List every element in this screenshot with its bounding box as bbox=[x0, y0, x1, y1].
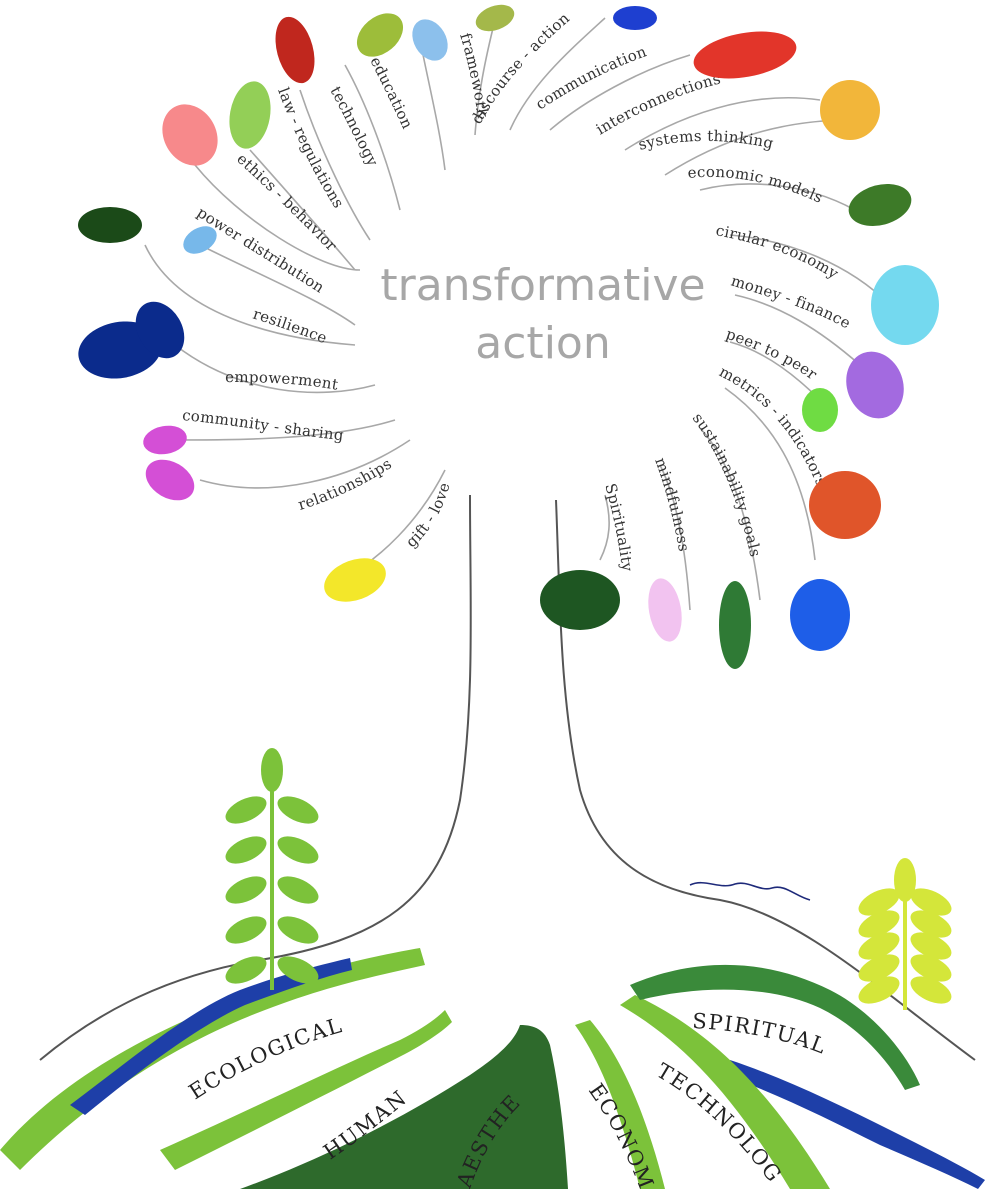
sapling-right-leaf bbox=[858, 932, 900, 960]
signature-mark bbox=[689, 881, 811, 901]
branch-label-relationships: relationships bbox=[296, 455, 395, 514]
branch-label-resilience: resilience bbox=[251, 305, 330, 348]
leaf-discourse-action bbox=[412, 19, 448, 61]
sapling-right-leaf bbox=[858, 976, 900, 1004]
sapling-left-tip-leaf bbox=[261, 748, 283, 792]
leaf-systems-thinking bbox=[693, 31, 797, 79]
sapling-left-leaf bbox=[225, 876, 267, 904]
sapling-right-leaf bbox=[858, 910, 900, 938]
leaf-economic-models bbox=[820, 80, 880, 140]
root-spiritual-band bbox=[630, 964, 920, 1090]
saplings bbox=[225, 748, 952, 1010]
center-title-line2: action bbox=[475, 318, 610, 369]
trunk bbox=[39, 494, 976, 1061]
root-technology-band bbox=[620, 995, 830, 1189]
leaf-metrics-indicators bbox=[802, 388, 838, 432]
leaf-ethics-behavior bbox=[78, 207, 142, 243]
root-economic-band bbox=[575, 1020, 665, 1189]
sapling-left-leaf bbox=[225, 956, 267, 984]
leaf-cirular-economy bbox=[848, 183, 912, 227]
branch-label-cirular-economy: cirular economy bbox=[714, 221, 842, 283]
leaf-resilience bbox=[135, 301, 185, 359]
sapling-left-leaf bbox=[225, 796, 267, 824]
sapling-left-leaf bbox=[277, 836, 319, 864]
branch-label-money-finance: money - finance bbox=[729, 272, 854, 333]
leaf-relationships bbox=[145, 459, 195, 501]
sapling-right-leaf bbox=[910, 954, 952, 982]
leaf-money-finance bbox=[871, 265, 939, 345]
branch-label-economic-models: economic models bbox=[687, 163, 826, 207]
sapling-right-leaf bbox=[910, 976, 952, 1004]
center-title-line1: transformative bbox=[380, 260, 705, 311]
leaf-power-distribution bbox=[183, 226, 217, 254]
root-aesthetic-band bbox=[240, 1025, 568, 1189]
root-human-band bbox=[160, 1010, 452, 1170]
leaf-technology bbox=[229, 81, 271, 149]
branch-label-gift-love: gift - love bbox=[402, 480, 453, 551]
sapling-right-leaf bbox=[910, 888, 952, 916]
leaf-spirituality bbox=[540, 570, 620, 630]
sapling-right-leaf bbox=[858, 954, 900, 982]
sapling-left-leaf bbox=[277, 916, 319, 944]
sapling-left-leaf bbox=[277, 956, 319, 984]
sapling-right-leaf bbox=[910, 932, 952, 960]
leaf-gift-love bbox=[324, 558, 386, 602]
branch-label-mindfulness: mindfulness bbox=[651, 455, 693, 553]
sapling-left-leaf bbox=[277, 876, 319, 904]
sapling-right-tip-leaf bbox=[894, 858, 916, 902]
sapling-right-leaf bbox=[858, 888, 900, 916]
leaf-framework bbox=[356, 13, 404, 57]
leaf-peer-to-peer bbox=[846, 351, 904, 419]
leaf-community-sharing bbox=[143, 425, 187, 455]
leaf-mindfulness bbox=[719, 581, 751, 669]
leaf-pink-extra bbox=[648, 578, 682, 642]
sapling-left-leaf bbox=[225, 916, 267, 944]
sapling-right-leaf bbox=[910, 910, 952, 938]
leaf-communication bbox=[475, 4, 515, 32]
leaf-law-regulations bbox=[162, 104, 218, 166]
sapling-left-leaf bbox=[225, 836, 267, 864]
leaf-blue-extra bbox=[790, 579, 850, 651]
leaf-interconnections bbox=[613, 6, 657, 30]
branch-label-education: education bbox=[366, 54, 416, 132]
leaf-sustainability-goals bbox=[809, 471, 881, 539]
branch-label-spirituality: Spirituality bbox=[601, 481, 636, 573]
branch-label-sustainability-goals: sustainability goals bbox=[689, 410, 765, 559]
sapling-left-leaf bbox=[277, 796, 319, 824]
leaf-education bbox=[275, 16, 315, 84]
root-blue-vein-right bbox=[725, 1060, 985, 1189]
root-blue-vein bbox=[70, 958, 352, 1115]
leaves bbox=[78, 4, 939, 669]
root-ecological-band bbox=[0, 948, 425, 1170]
